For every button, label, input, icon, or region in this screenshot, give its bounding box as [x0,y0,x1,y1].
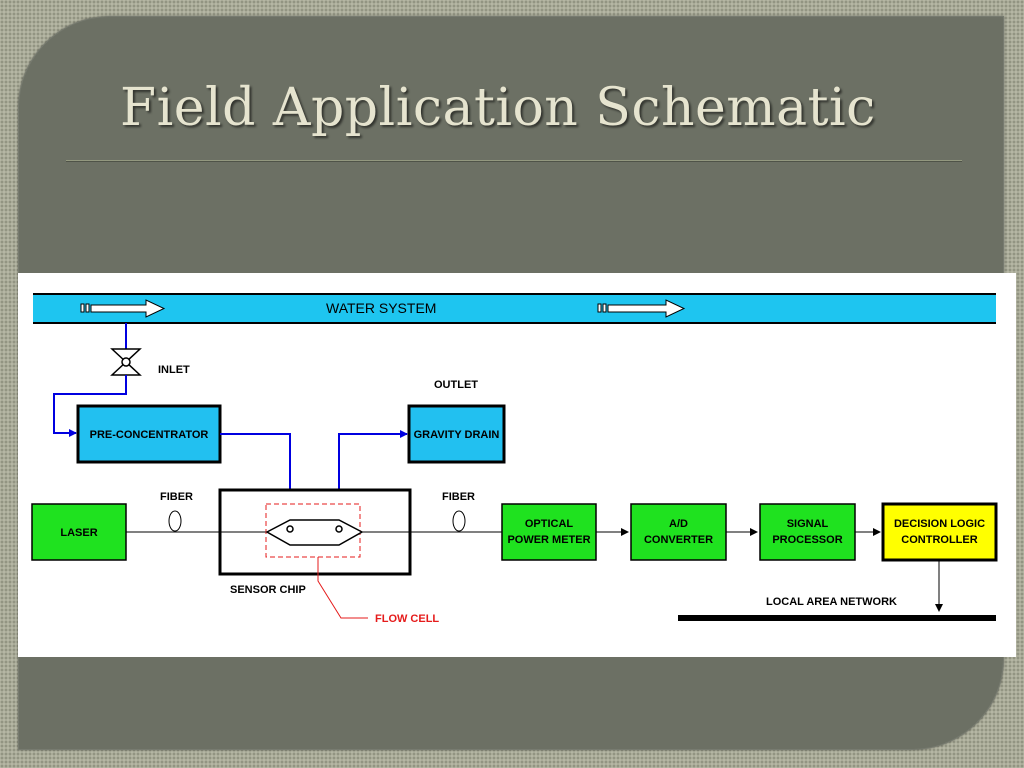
ad-converter-label-2: CONVERTER [644,534,713,546]
signal-processor-label-1: SIGNAL [787,518,829,530]
inlet-valve-icon [110,348,142,376]
water-system-pipe [33,293,996,324]
signal-processor-box: SIGNAL PROCESSOR [759,503,856,561]
fiber-left-coil-icon [168,510,182,532]
laser-label: LASER [60,527,97,539]
water-flow-arrow-right [597,299,686,318]
decision-logic-controller-label-1: DECISION LOGIC [894,518,985,530]
inlet-label: INLET [158,364,190,376]
sensor-chip-label: SENSOR CHIP [230,584,306,596]
field-schematic-diagram: WATER SYSTEM INLET PRE-CONCENTRATOR OUTL… [18,273,1016,657]
outlet-label: OUTLET [434,379,478,391]
decision-logic-controller-box: DECISION LOGIC CONTROLLER [881,502,998,562]
water-flow-arrow-left [80,299,166,318]
slide-title: Field Application Schematic [120,78,876,138]
title-divider [66,160,962,162]
inlet-flow-line [53,375,127,437]
gravity-drain-label: GRAVITY DRAIN [414,429,500,441]
schematic-canvas: WATER SYSTEM INLET PRE-CONCENTRATOR OUTL… [31,293,998,625]
local-area-network-bus [678,615,996,621]
optical-power-meter-label-2: POWER METER [507,534,590,546]
gravity-drain-box: GRAVITY DRAIN [407,404,506,464]
ad-converter-label-1: A/D [669,518,688,530]
pre-concentrator-box: PRE-CONCENTRATOR [76,404,222,464]
fiber-right-coil-icon [452,510,466,532]
flow-cell-inlet-port [286,525,294,533]
laser-box: LASER [31,503,127,561]
decision-logic-controller-label-2: CONTROLLER [901,534,977,546]
fiber-right-label: FIBER [442,491,475,503]
fiber-left-label: FIBER [160,491,193,503]
ad-converter-box: A/D CONVERTER [630,503,727,561]
optical-power-meter-label-1: OPTICAL [525,518,574,530]
flow-cell-leader [317,557,368,619]
flow-cell-label: FLOW CELL [375,613,439,625]
flow-cell-outlet-port [335,525,343,533]
local-area-network-label: LOCAL AREA NETWORK [766,596,897,608]
signal-processor-label-2: PROCESSOR [772,534,842,546]
pre-concentrator-label: PRE-CONCENTRATOR [90,429,209,441]
optical-power-meter-box: OPTICAL POWER METER [501,503,597,561]
water-system-label: WATER SYSTEM [326,300,436,316]
